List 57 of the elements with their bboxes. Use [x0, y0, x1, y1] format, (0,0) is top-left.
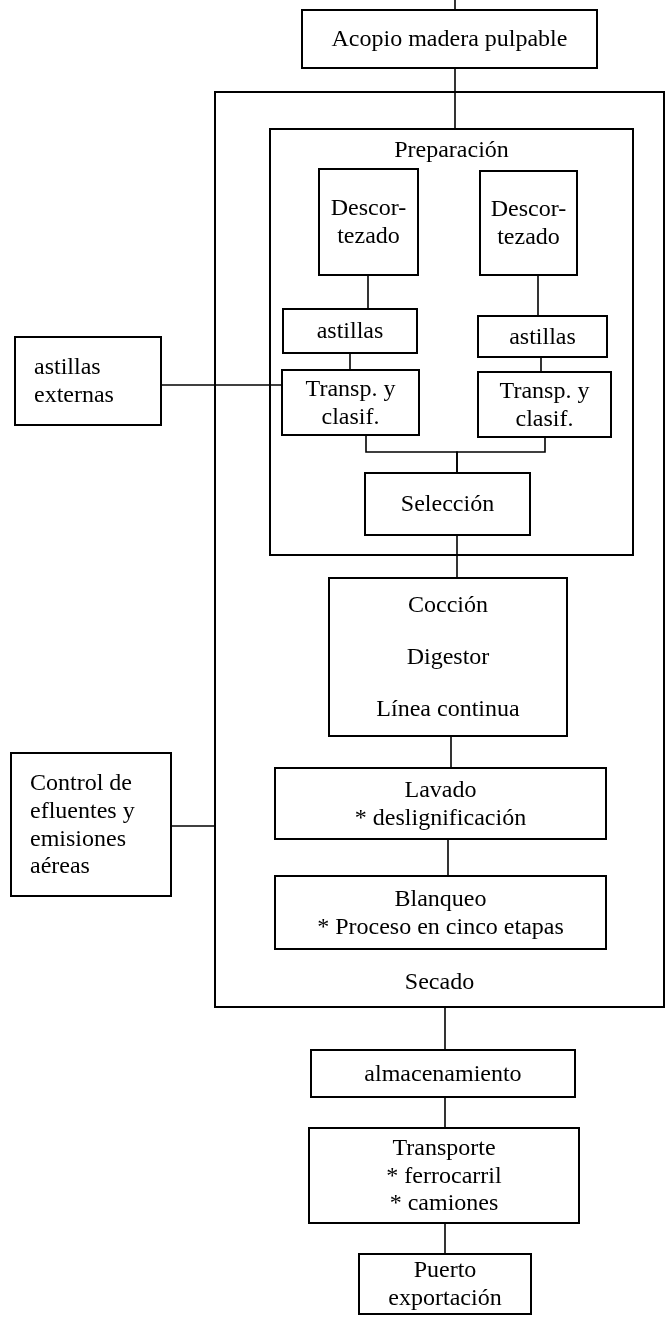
box-label: Selección — [400, 490, 495, 518]
process-box — [301, 9, 598, 69]
connector-line — [444, 1007, 446, 1050]
section-frame — [269, 128, 634, 556]
box-label: Transp. y clasif. — [498, 376, 591, 433]
box-label: * deslignificación — [354, 803, 527, 832]
process-box — [308, 1127, 580, 1224]
box-label: astillas — [316, 317, 384, 345]
box-label: Digestor — [406, 643, 490, 671]
process-box — [281, 369, 420, 436]
section-title: Preparación — [393, 136, 510, 164]
box-label: Control de efluentes y emisiones aéreas — [30, 769, 136, 880]
box-label: Puerto exportación — [387, 1256, 503, 1312]
process-box — [318, 168, 419, 276]
box-label: Acopio madera pulpable — [331, 25, 568, 53]
process-box — [364, 472, 531, 536]
box-label: almacenamiento — [364, 1059, 522, 1088]
connector-line — [349, 353, 351, 370]
connector-line — [456, 535, 458, 578]
box-label: astillas externas — [34, 353, 115, 409]
process-box — [274, 767, 607, 840]
connector-line — [447, 839, 449, 876]
box-label: * ferrocarril — [386, 1161, 502, 1190]
box-label: Transporte — [392, 1134, 496, 1162]
process-box — [274, 875, 607, 950]
connector-line — [456, 437, 546, 473]
box-label: Cocción — [408, 591, 488, 619]
connector-line — [161, 384, 282, 386]
process-box — [479, 170, 578, 276]
box-label: * Proceso en cinco etapas — [317, 912, 564, 941]
process-box — [328, 577, 568, 737]
box-label: astillas — [509, 322, 576, 351]
section-frame — [214, 91, 665, 1008]
process-box — [282, 308, 418, 354]
process-box — [310, 1049, 576, 1098]
section-title: Secado — [403, 968, 476, 996]
process-box — [477, 371, 612, 438]
connector-line — [367, 275, 369, 309]
process-box — [14, 336, 162, 426]
box-label: Transp. y clasif. — [304, 374, 397, 431]
connector-line — [540, 357, 542, 372]
box-label: * camiones — [389, 1189, 499, 1217]
process-box — [10, 752, 172, 897]
box-label: Lavado — [404, 775, 477, 804]
box-label: Blanqueo — [394, 884, 487, 913]
box-label: Línea continua — [376, 695, 520, 723]
connector-line — [537, 275, 539, 316]
connector-line — [454, 68, 456, 129]
process-box — [358, 1253, 532, 1315]
box-label: Descor- tezado — [329, 194, 408, 250]
connector-line — [444, 1223, 446, 1254]
connector-line — [171, 825, 215, 827]
connector-line — [444, 1097, 446, 1128]
connector-line — [450, 736, 452, 768]
connector-line — [454, 0, 456, 10]
process-box — [477, 315, 608, 358]
box-label: Descor- tezado — [489, 195, 568, 251]
